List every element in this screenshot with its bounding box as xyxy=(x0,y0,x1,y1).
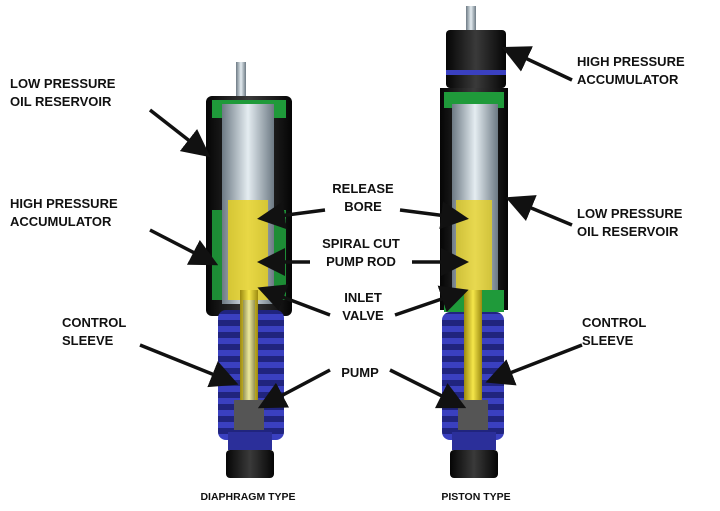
arrow-right-control-sleeve xyxy=(485,343,583,386)
caption-piston-type: PISTON TYPE xyxy=(441,491,510,503)
pointer-arrows xyxy=(139,46,583,409)
label-left-high-pressure-1: HIGH PRESSURE xyxy=(10,196,118,211)
label-inlet-valve-1: INLET xyxy=(344,290,382,305)
label-left-control-sleeve-2: SLEEVE xyxy=(62,333,114,348)
label-right-high-pressure-1: HIGH PRESSURE xyxy=(577,54,685,69)
label-right-low-pressure-2: OIL RESERVOIR xyxy=(577,224,679,239)
diaphragm-shock xyxy=(206,62,292,478)
caption-diaphragm-type: DIAPHRAGM TYPE xyxy=(200,491,295,503)
arrow-pump-left xyxy=(257,368,331,409)
arrow-right-low-pressure xyxy=(505,195,573,227)
label-right-control-sleeve-2: SLEEVE xyxy=(582,333,634,348)
arrow-right-high-pressure xyxy=(501,46,573,82)
label-right-control-sleeve-1: CONTROL xyxy=(582,315,646,330)
label-right-high-pressure-2: ACCUMULATOR xyxy=(577,72,679,87)
label-release-bore-2: BORE xyxy=(344,199,382,214)
label-pump-rod-1: SPIRAL CUT xyxy=(322,236,400,251)
label-inlet-valve-2: VALVE xyxy=(342,308,384,323)
label-pump-rod-2: PUMP ROD xyxy=(326,254,396,269)
arrow-left-control-sleeve xyxy=(139,343,239,388)
arrow-inlet-valve-right xyxy=(394,285,469,317)
callout-labels: LOW PRESSURE OIL RESERVOIR HIGH PRESSURE… xyxy=(10,54,685,503)
label-left-control-sleeve-1: CONTROL xyxy=(62,315,126,330)
piston-shock xyxy=(440,6,508,478)
arrow-release-bore-left xyxy=(257,201,326,230)
arrow-release-bore-right xyxy=(399,201,469,230)
label-left-high-pressure-2: ACCUMULATOR xyxy=(10,214,112,229)
arrow-pump-right xyxy=(389,368,467,409)
label-release-bore-1: RELEASE xyxy=(332,181,394,196)
label-left-low-pressure-1: LOW PRESSURE xyxy=(10,76,116,91)
arrow-left-high-pressure xyxy=(149,228,219,266)
label-pump: PUMP xyxy=(341,365,379,380)
arrow-left-low-pressure xyxy=(148,108,211,158)
label-right-low-pressure-1: LOW PRESSURE xyxy=(577,206,683,221)
label-left-low-pressure-2: OIL RESERVOIR xyxy=(10,94,112,109)
arrow-inlet-valve-left xyxy=(257,284,331,317)
